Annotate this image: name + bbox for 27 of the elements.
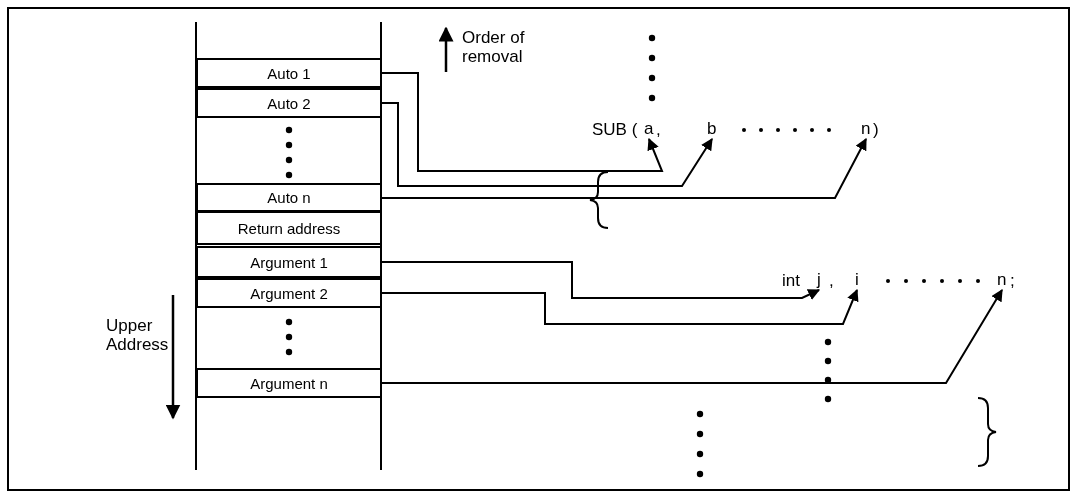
code-text: SUB ( [592,120,638,139]
stack-slot: Argument 1 [196,246,382,278]
code-identifier: n [997,271,1007,289]
arrow [381,137,867,199]
code-text: int [782,271,800,290]
arrow [381,288,1003,384]
code-identifier: i [855,271,859,289]
code-identifier: a [644,120,654,138]
arrow [381,288,859,325]
stack-slot: Auto n [196,183,382,212]
code-identifier: n [861,120,871,138]
stack-slot: Return address [196,211,382,245]
stack-slot: Argument 2 [196,278,382,308]
stack-slot: Auto 2 [196,88,382,118]
code-text: , [656,120,661,139]
code-text: ; [1010,271,1015,290]
axis-caption: Order of removal [462,28,526,66]
code-identifier: j [817,271,821,289]
arrow [381,102,713,187]
arrow [381,72,664,172]
code-identifier: b [707,120,717,138]
stack-slot: Auto 1 [196,58,382,88]
axis-caption: Upper Address [106,316,170,354]
arrow [381,261,821,301]
code-text: ) [873,120,879,139]
code-text: , [829,271,834,290]
stack-slot: Argument n [196,368,382,398]
